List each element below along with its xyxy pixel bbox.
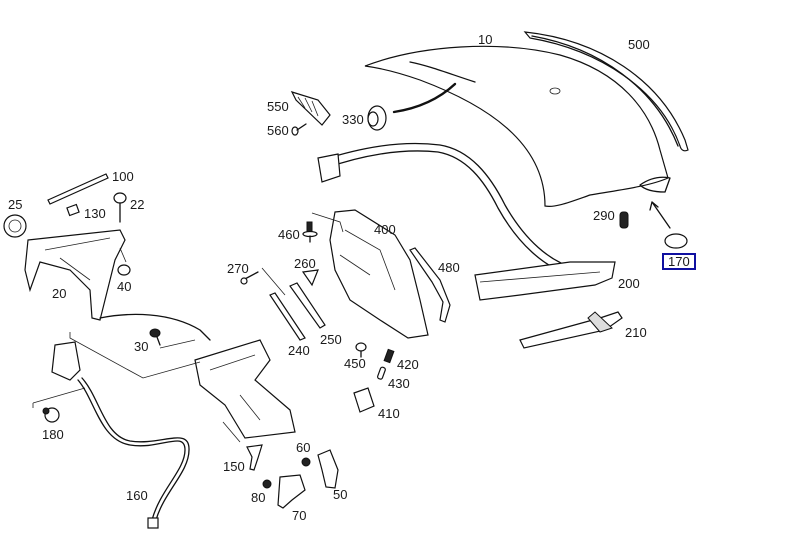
part-50-latch[interactable] [317,449,339,489]
part-70-bracket[interactable] [277,474,306,509]
label-180[interactable]: 180 [42,427,64,442]
part-250-bar[interactable] [289,282,326,329]
part-480-strip[interactable] [409,247,451,323]
part-420-socket[interactable] [383,348,395,364]
label-210[interactable]: 210 [625,325,647,340]
part-60-bolt[interactable] [301,457,311,467]
part-260-clip[interactable] [301,269,319,287]
part-10-trunk-lid[interactable] [364,45,671,207]
label-500[interactable]: 500 [628,37,650,52]
part-430-bulb[interactable] [377,366,386,380]
part-290-spring[interactable] [619,211,629,229]
label-30[interactable]: 30 [134,339,149,354]
label-200[interactable]: 200 [618,276,640,291]
label-160[interactable]: 160 [126,488,148,503]
label-420[interactable]: 420 [397,357,419,372]
label-170-selected[interactable]: 170 [662,253,696,270]
label-70[interactable]: 70 [292,508,307,523]
label-20[interactable]: 20 [52,286,67,301]
label-240[interactable]: 240 [288,343,310,358]
label-22[interactable]: 22 [130,197,145,212]
label-80[interactable]: 80 [251,490,266,505]
label-550[interactable]: 550 [267,99,289,114]
label-400[interactable]: 400 [374,222,396,237]
part-450-clip[interactable] [355,342,367,358]
label-430[interactable]: 430 [388,376,410,391]
part-210-strip[interactable] [519,311,623,349]
part-400-panel[interactable] [329,209,429,339]
label-100[interactable]: 100 [112,169,134,184]
part-560-screw[interactable] [291,123,307,136]
label-40[interactable]: 40 [117,279,132,294]
label-330[interactable]: 330 [342,112,364,127]
label-150[interactable]: 150 [223,459,245,474]
part-500-spoiler[interactable] [523,31,689,152]
lower-hinge-assembly[interactable] [194,339,296,439]
part-150-bracket[interactable] [246,444,263,471]
part-30-bolt[interactable] [149,328,161,346]
linkage-rod [99,313,211,341]
part-240-bar[interactable] [269,292,306,341]
part-170-clip[interactable] [664,233,688,249]
part-100-strut[interactable] [47,173,109,205]
part-40-nut[interactable] [117,264,131,276]
part-20-hinge[interactable] [24,229,126,321]
part-25-cap[interactable] [3,214,27,238]
part-180-plug[interactable] [42,407,60,423]
part-160-hose[interactable] [77,377,190,529]
part-460-clip[interactable] [302,221,318,243]
label-25[interactable]: 25 [8,197,23,212]
assembly-arrow [392,82,457,114]
part-550-bracket[interactable] [290,91,331,126]
assembly-arrow-170 [651,201,671,229]
part-22-bolt[interactable] [113,192,127,223]
label-50[interactable]: 50 [333,487,348,502]
label-250[interactable]: 250 [320,332,342,347]
label-130[interactable]: 130 [84,206,106,221]
part-410-lamp[interactable] [353,387,375,413]
part-330-grommet[interactable] [367,105,387,131]
part-80-bolt[interactable] [262,479,272,489]
label-560[interactable]: 560 [267,123,289,138]
label-480[interactable]: 480 [438,260,460,275]
label-10[interactable]: 10 [478,32,493,47]
part-130-nut[interactable] [66,203,80,217]
part-cable-bracket[interactable] [51,341,81,381]
label-290[interactable]: 290 [593,208,615,223]
label-410[interactable]: 410 [378,406,400,421]
label-460[interactable]: 460 [278,227,300,242]
part-200-seal[interactable] [317,142,616,301]
label-60[interactable]: 60 [296,440,311,455]
label-260[interactable]: 260 [294,256,316,271]
label-270[interactable]: 270 [227,261,249,276]
part-270-screw[interactable] [240,271,259,285]
label-450[interactable]: 450 [344,356,366,371]
